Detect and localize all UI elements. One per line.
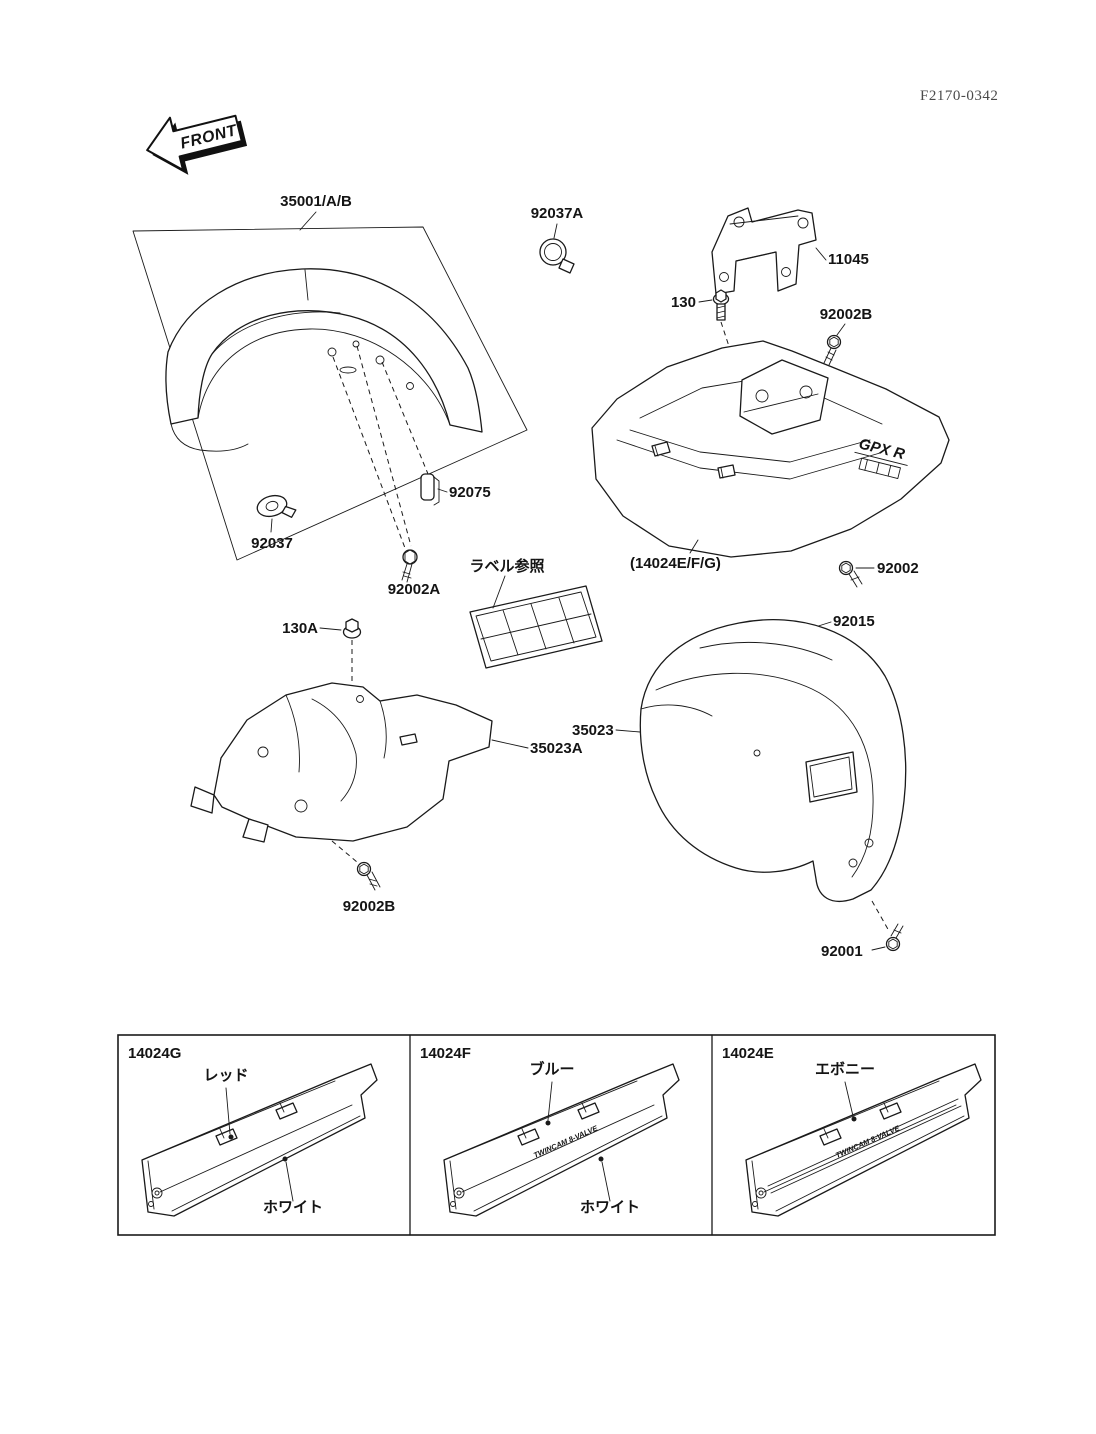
callout-screw-92001: 92001 (821, 943, 863, 960)
rear-fender-drawing (615, 619, 907, 903)
color-label: ホワイト (580, 1199, 640, 1216)
callout-fender-front-group: (14024E/F/G) (630, 555, 721, 572)
screw-92002b-lower-drawing (356, 861, 381, 891)
callout-screw-92002a: 92002A (388, 581, 441, 598)
variant-cell-14024g: 14024G レッド ホワイト (128, 1045, 378, 1217)
cell-part-no: 14024G (128, 1045, 181, 1062)
label-plate-drawing (469, 575, 603, 669)
callout-rear-fender: 35023 (572, 722, 614, 739)
fender-front-cowl-drawing: GPX R (591, 340, 950, 558)
color-label: ブルー (529, 1060, 574, 1078)
callout-bracket: 11045 (828, 251, 869, 268)
color-variant-table: 14024G レッド ホワイト 14024F TWINCAM 8-VALVE ブ… (117, 1034, 996, 1236)
screw-92002a-drawing (401, 549, 418, 583)
screw-92002b-upper-drawing (823, 323, 846, 366)
clamp-drawing (539, 223, 575, 274)
damper-92075-drawing (420, 473, 448, 506)
callout-bolt-130: 130 (671, 294, 696, 311)
color-label: エボニー (815, 1061, 875, 1078)
variant-cell-14024f: 14024F TWINCAM 8-VALVE ブルー ホワイト (420, 1045, 680, 1217)
screw-92001-drawing (871, 923, 904, 952)
fiche-code: F2170-0342 (920, 88, 998, 104)
bracket-drawing (711, 207, 827, 295)
callout-screw-92002b-lower: 92002B (343, 898, 396, 915)
variant-cell-14024e: 14024E TWINCAM 8-VALVE エボニー (722, 1045, 982, 1217)
inner-fender-drawing (190, 682, 529, 843)
callout-screw-92002b-upper: 92002B (820, 306, 873, 323)
cell-part-no: 14024E (722, 1045, 774, 1062)
callout-front-fender: 35001/A/B (280, 193, 352, 210)
color-label: ホワイト (263, 1199, 323, 1216)
screw-92002-drawing (838, 560, 875, 588)
callout-labels: 35001/A/B 92037A 11045 130 92002B 92075 … (251, 193, 919, 960)
callout-hook-92015: 92015 (833, 613, 875, 630)
callout-screw-92002: 92002 (877, 560, 919, 577)
color-label: レッド (203, 1067, 248, 1084)
cell-part-no: 14024F (420, 1045, 471, 1062)
callout-clamp: 92037A (531, 205, 584, 222)
front-fender-drawing (165, 268, 483, 452)
bolt-130-drawing (698, 289, 730, 321)
label-reference-note: ラベル参照 (469, 557, 544, 575)
callout-grommet: 92037 (251, 535, 293, 552)
callout-damper: 92075 (449, 484, 491, 501)
bolt-130a-drawing (319, 618, 362, 639)
front-direction-arrow: FRONT (146, 114, 248, 175)
grommet-92037-drawing (256, 494, 297, 533)
callout-inner-fender: 35023A (530, 740, 583, 757)
callout-bolt-130a: 130A (282, 620, 318, 637)
